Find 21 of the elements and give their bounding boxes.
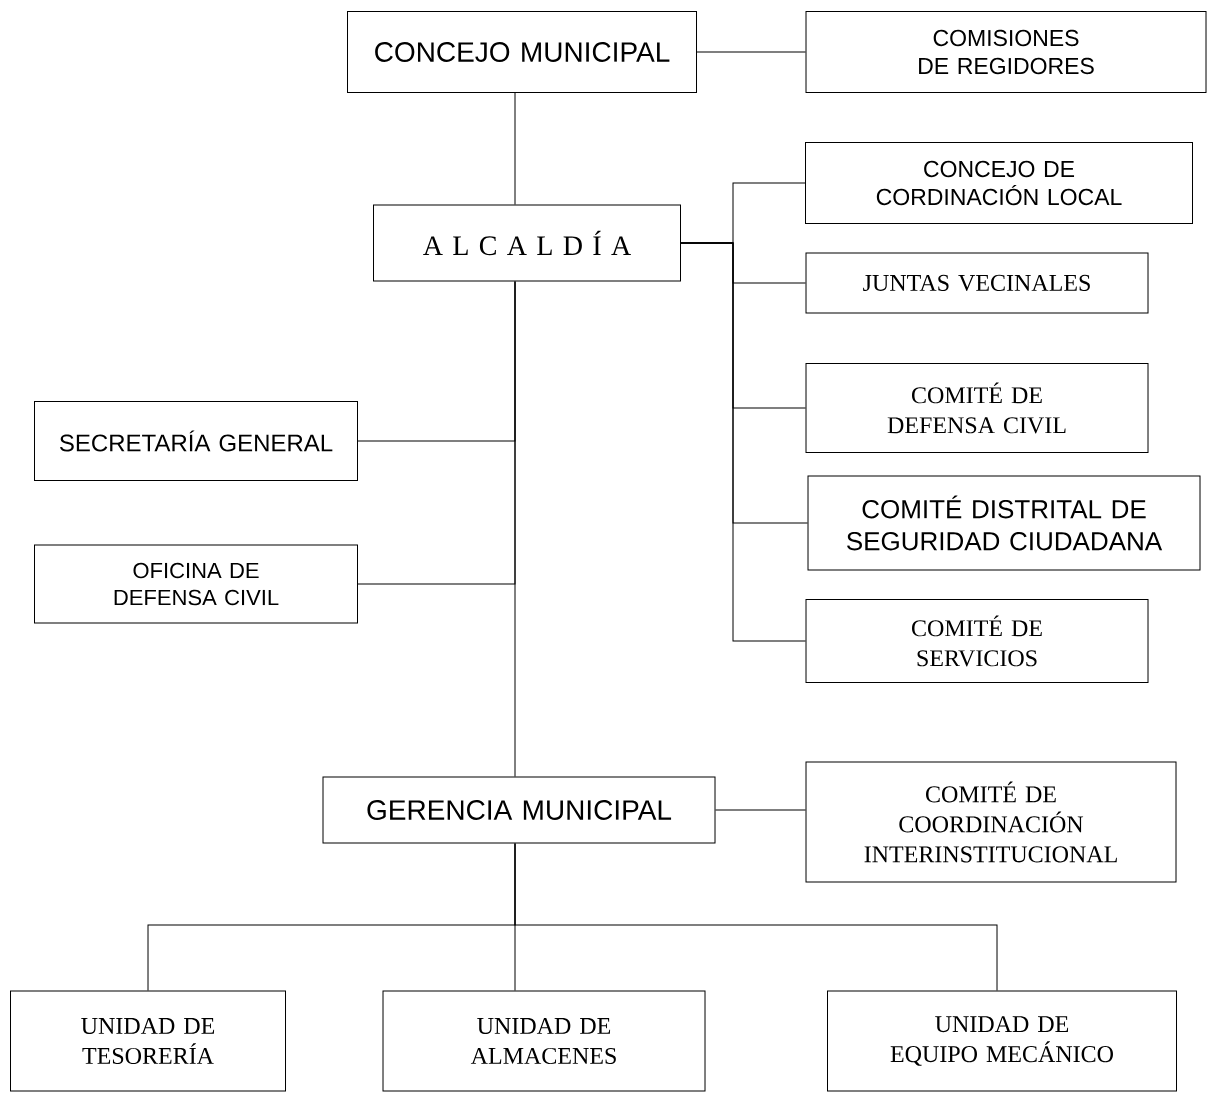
org-box: COMITÉ DE DEFENSA CIVIL [805,363,1149,453]
org-box: UNIDAD DE TESORERÍA [10,990,286,1092]
connector-line [715,809,806,811]
connector-line [514,92,516,205]
org-box: OFICINA DE DEFENSA CIVIL [34,544,358,624]
org-box: A L C A L D Í A [373,204,681,282]
org-box: GERENCIA MUNICIPAL [322,776,716,844]
connector-line [696,51,806,53]
connector-line [680,242,806,642]
org-box: JUNTAS VECINALES [805,252,1149,314]
org-box: COMITÉ DE SERVICIOS [805,599,1149,683]
org-box: COMITÉ DISTRITAL DE SEGURIDAD CIUDADANA [807,475,1201,571]
connector-line [514,843,998,991]
org-box: SECRETARÍA GENERAL [34,401,358,481]
org-box: COMITÉ DE COORDINACIÓN INTERINSTITUCIONAL [805,761,1177,883]
org-box: UNIDAD DE EQUIPO MECÁNICO [827,990,1177,1092]
org-box: CONCEJO DE CORDINACIÓN LOCAL [805,142,1193,224]
connector-line [514,281,516,777]
org-box: CONCEJO MUNICIPAL [347,11,697,93]
org-box: COMISIONES DE REGIDORES [805,11,1207,93]
org-box: UNIDAD DE ALMACENES [382,990,706,1092]
